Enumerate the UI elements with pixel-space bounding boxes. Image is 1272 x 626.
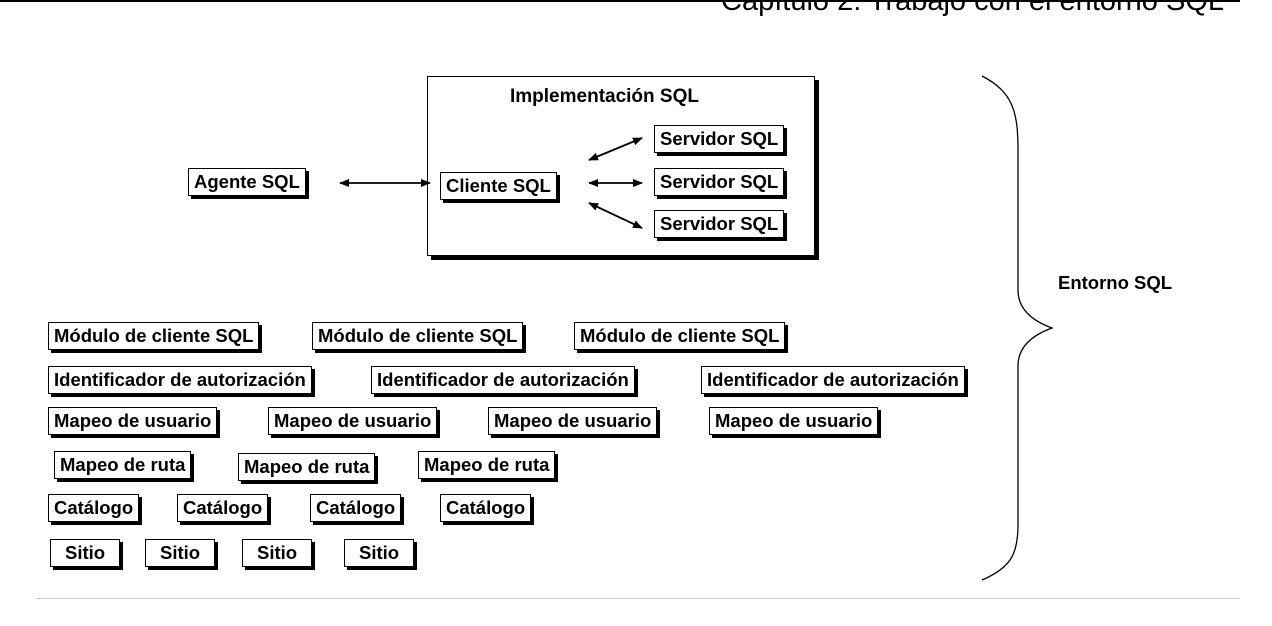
catalog-box: Catálogo [48, 494, 140, 522]
catalog-box: Catálogo [440, 494, 532, 522]
authorization-identifier-box: Identificador de autorización [701, 366, 965, 394]
sql-client-module-box: Módulo de cliente SQL [312, 322, 524, 350]
client-server3-arrow [588, 202, 643, 229]
sql-client-box: Cliente SQL [440, 172, 557, 200]
site-box: Sitio [145, 539, 216, 567]
user-mapping-box: Mapeo de usuario [709, 407, 879, 435]
sql-server-box-1: Servidor SQL [654, 125, 785, 153]
path-mapping-box: Mapeo de ruta [418, 451, 556, 479]
client-server1-arrow [588, 137, 643, 161]
sql-environment-label: Entorno SQL [1058, 272, 1173, 293]
header-rule [0, 0, 1240, 2]
site-box: Sitio [242, 539, 313, 567]
sql-client-module-box: Módulo de cliente SQL [48, 322, 260, 350]
authorization-identifier-box: Identificador de autorización [371, 366, 635, 394]
path-mapping-box: Mapeo de ruta [238, 453, 376, 481]
site-box: Sitio [50, 539, 121, 567]
page-header: Capítulo 2: Trabajo con el entorno SQL [721, 0, 1224, 17]
sql-implementation-title: Implementación SQL [510, 86, 699, 107]
site-box: Sitio [344, 539, 415, 567]
user-mapping-box: Mapeo de usuario [488, 407, 658, 435]
catalog-box: Catálogo [310, 494, 402, 522]
catalog-box: Catálogo [177, 494, 269, 522]
sql-server-box-3: Servidor SQL [654, 210, 785, 238]
path-mapping-box: Mapeo de ruta [54, 451, 192, 479]
environment-brace [981, 75, 1054, 581]
footer-rule [36, 598, 1240, 599]
user-mapping-box: Mapeo de usuario [48, 407, 218, 435]
sql-agent-box: Agente SQL [188, 168, 306, 196]
sql-client-module-box: Módulo de cliente SQL [574, 322, 786, 350]
sql-server-box-2: Servidor SQL [654, 168, 785, 196]
user-mapping-box: Mapeo de usuario [268, 407, 438, 435]
authorization-identifier-box: Identificador de autorización [48, 366, 312, 394]
